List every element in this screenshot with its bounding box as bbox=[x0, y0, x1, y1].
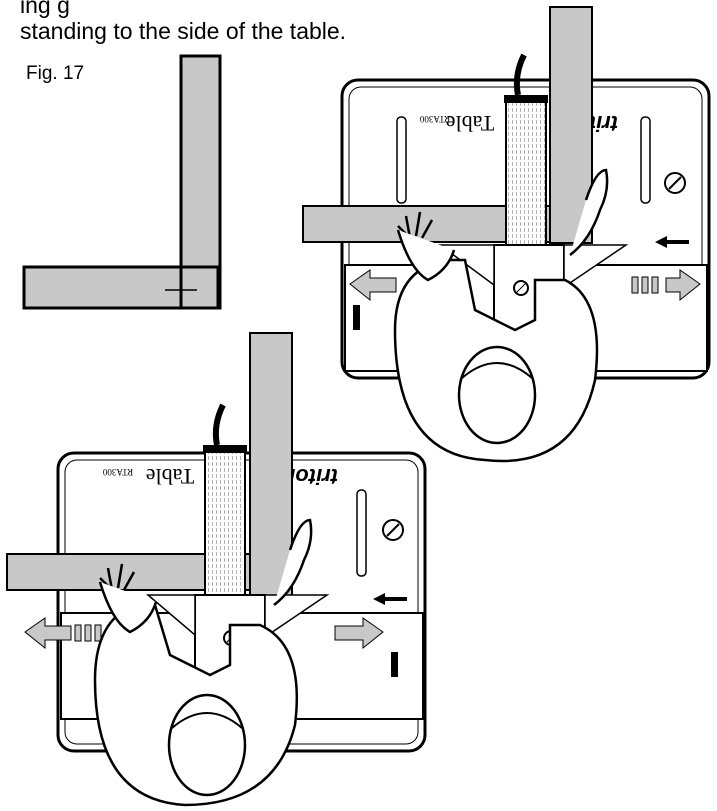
left-arrow-icon bbox=[24, 617, 72, 650]
right-arrow-icon bbox=[665, 269, 701, 302]
table-name-text: Table bbox=[446, 111, 495, 136]
caption-line-2: standing to the side of the table. bbox=[20, 18, 347, 44]
figure-label: Fig. 17 bbox=[26, 63, 85, 84]
table-model-text: RTA300 bbox=[419, 114, 450, 124]
caption-text: ing g standing to the side of the table. bbox=[20, 0, 346, 44]
caption-line-1: ing g bbox=[20, 0, 70, 18]
arrow-icon bbox=[373, 593, 407, 605]
lower-table-scene: Table RTA300 triton bbox=[6, 332, 427, 807]
arrow-icon bbox=[655, 236, 689, 248]
square-diagram bbox=[22, 54, 222, 310]
left-arrow-icon bbox=[349, 269, 397, 302]
right-arrow-icon bbox=[334, 617, 384, 650]
table-name-text: Table bbox=[146, 464, 195, 489]
upper-table-scene: Table RTA300 triton bbox=[302, 6, 711, 463]
table-model-text: RTA300 bbox=[102, 467, 133, 477]
